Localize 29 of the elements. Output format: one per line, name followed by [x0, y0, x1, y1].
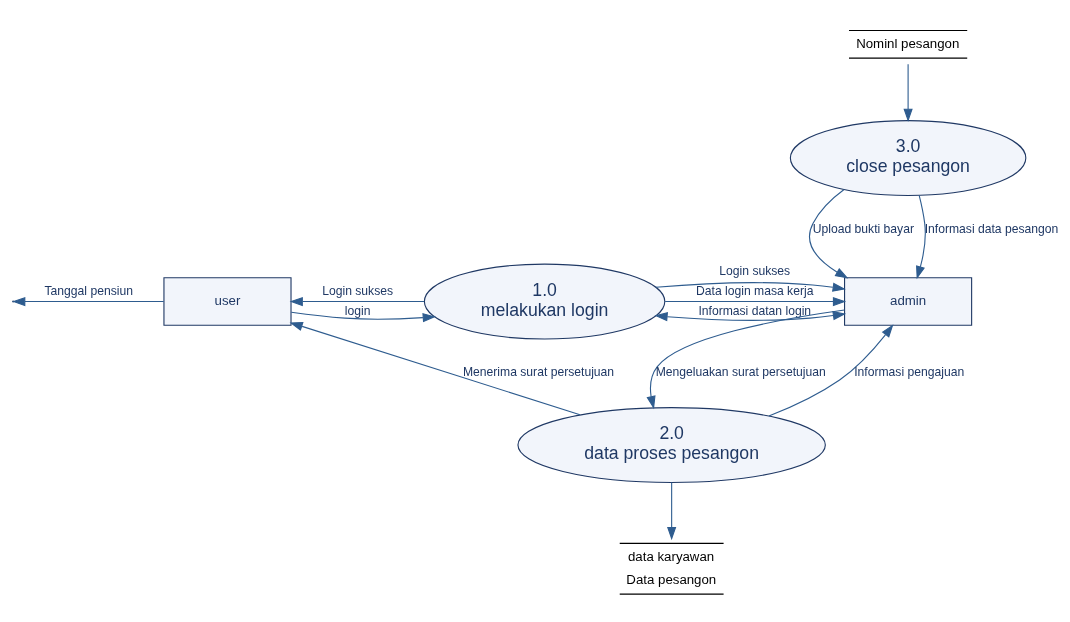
- edge-label: Data login masa kerja: [696, 283, 814, 298]
- edge-label: Menerima surat persetujuan: [462, 364, 615, 379]
- arrow: [667, 481, 677, 540]
- node-ellipse: 3.0 close pesangon: [789, 119, 1027, 196]
- edge-label: Mengeluakan surat persetujuan: [655, 364, 826, 379]
- edge-label: Informasi pengajuan: [854, 364, 965, 379]
- arrow: [655, 281, 846, 292]
- arrow: [654, 310, 847, 321]
- edge-label: Login sukses: [719, 263, 791, 278]
- arrow: [646, 309, 846, 409]
- edge-label: Informasi datan login: [698, 303, 812, 318]
- arrow: [664, 296, 847, 306]
- edge-label: Login sukses: [322, 283, 394, 298]
- node-box: user: [163, 276, 292, 326]
- arrow: [903, 63, 913, 122]
- arrow: [916, 194, 926, 279]
- arrow: [768, 323, 894, 416]
- arrow: [289, 321, 581, 415]
- node-text: Nominl pesangon: [856, 35, 960, 51]
- edge-label: Tanggal pensiun: [44, 283, 133, 298]
- arrow: [290, 311, 436, 322]
- node-box: admin: [844, 276, 973, 326]
- arrow: [289, 296, 425, 306]
- edge-label: Upload bukti bayar: [812, 221, 914, 236]
- edge-label: login: [344, 303, 371, 318]
- node-text: data karyawan Data pesangon: [626, 548, 717, 587]
- edge-label: Informasi data pesangon: [924, 221, 1059, 236]
- arrow: [809, 188, 849, 279]
- node-ellipse: 2.0 data proses pesangon: [517, 406, 826, 483]
